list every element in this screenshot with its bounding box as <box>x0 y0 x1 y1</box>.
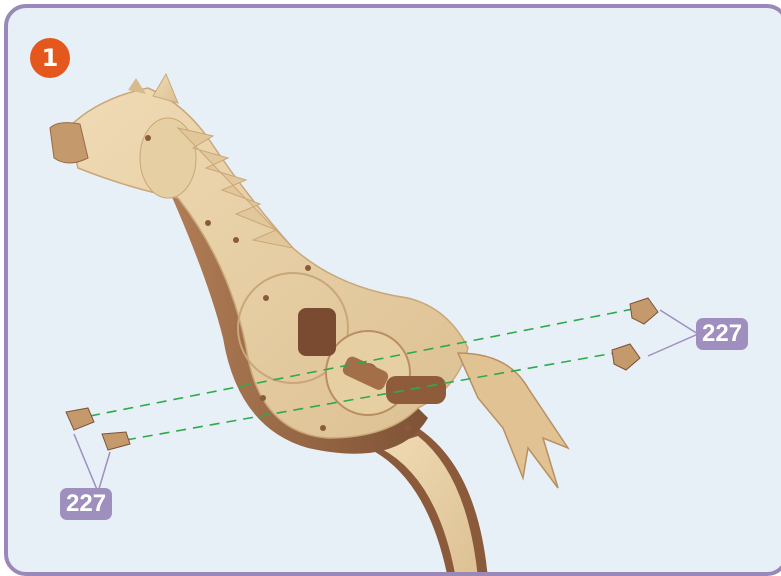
part-label-left: 227 <box>60 488 112 520</box>
horse-body <box>50 74 468 454</box>
step-number-badge: 1 <box>30 38 70 78</box>
part-label-right: 227 <box>696 318 748 350</box>
horse-leg <box>368 428 488 576</box>
horse-assembly-illustration <box>8 8 781 576</box>
instruction-panel: 1 227 227 <box>4 4 781 576</box>
part-227-left-top <box>66 408 94 430</box>
part-227-left-bottom <box>102 432 130 450</box>
part-227-right-bottom <box>612 344 640 370</box>
part-227-right-top <box>630 298 658 324</box>
horse-tail <box>458 353 568 488</box>
